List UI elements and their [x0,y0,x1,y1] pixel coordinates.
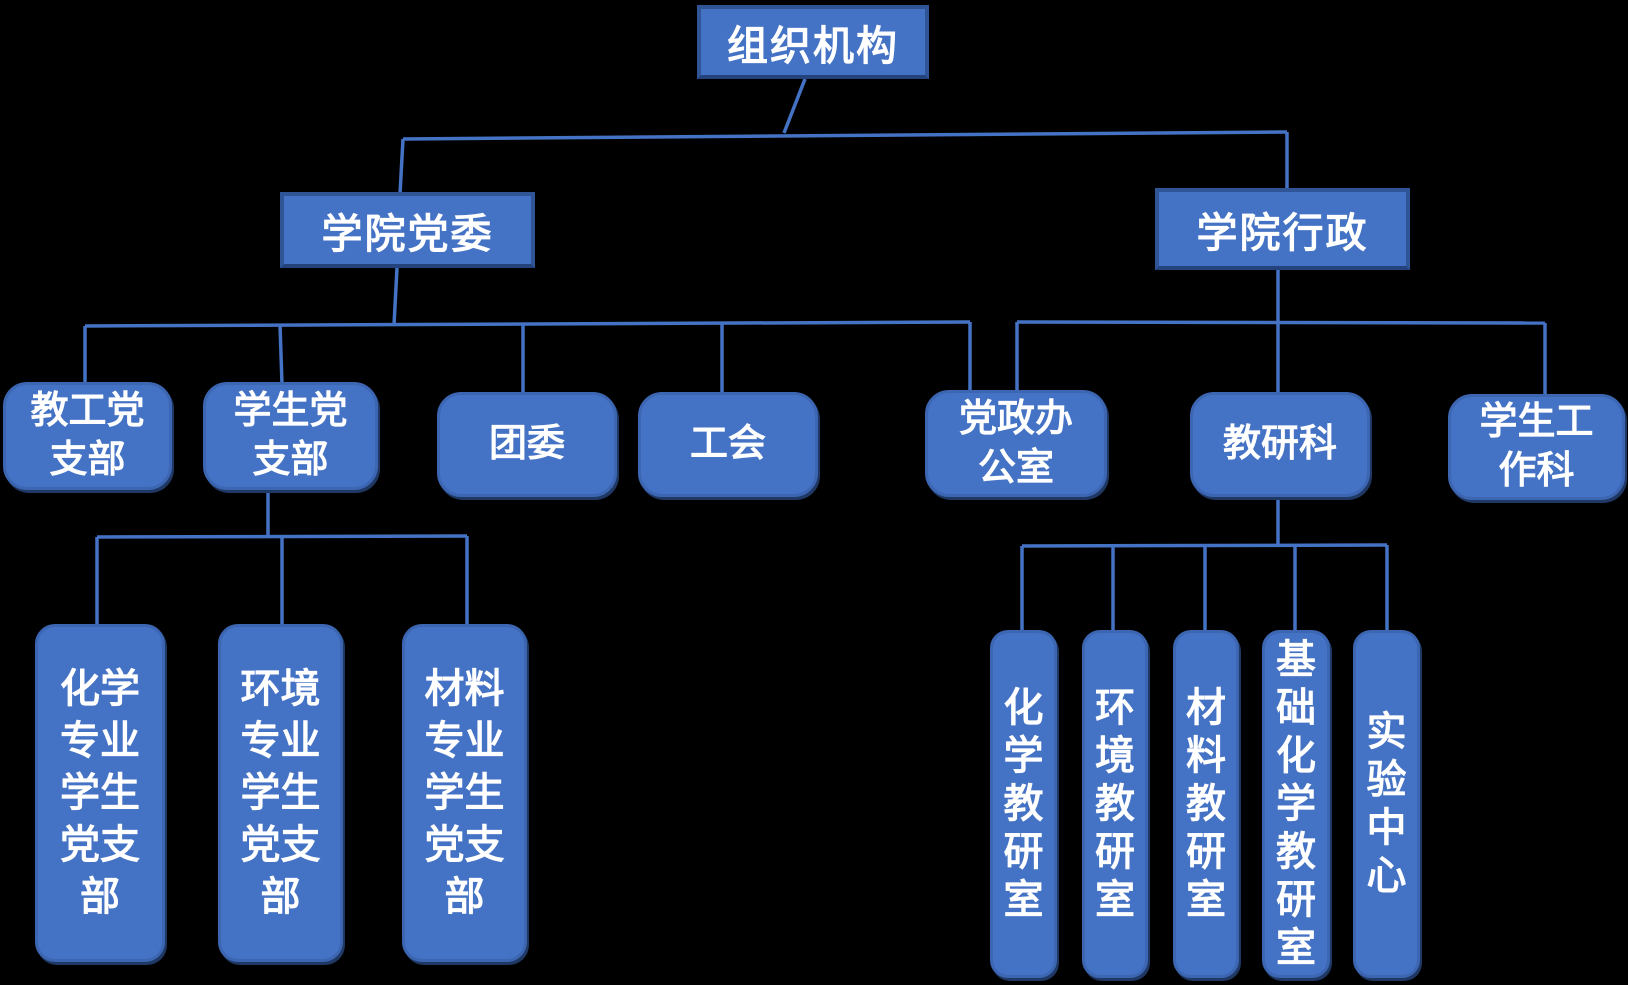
org-root-node: 组织机构 [697,5,929,79]
materials-student-party-branch-node: 材料 专业 学生 党支 部 [402,624,527,962]
basic-chemistry-teaching-office-node: 基 础 化 学 教 研 室 [1262,630,1330,978]
student-affairs-section-node: 学生工 作科 [1448,394,1625,500]
chemistry-teaching-office-node: 化 学 教 研 室 [990,630,1057,978]
faculty-party-branch-node: 教工党 支部 [3,382,172,490]
party-admin-office-node: 党政办 公室 [925,390,1107,497]
youth-league-node: 团委 [437,392,617,497]
environment-teaching-office-node: 环 境 教 研 室 [1082,630,1148,978]
labor-union-node: 工会 [638,392,818,497]
teaching-research-section-node: 教研科 [1190,392,1370,497]
materials-teaching-office-node: 材 料 教 研 室 [1173,630,1239,978]
admin-node: 学院行政 [1155,188,1410,270]
experiment-center-node: 实 验 中 心 [1353,630,1420,978]
party-committee-node: 学院党委 [280,192,535,268]
chemistry-student-party-branch-node: 化学 专业 学生 党支 部 [35,624,165,962]
environment-student-party-branch-node: 环境 专业 学生 党支 部 [218,624,343,962]
student-party-branch-node: 学生党 支部 [203,382,378,490]
